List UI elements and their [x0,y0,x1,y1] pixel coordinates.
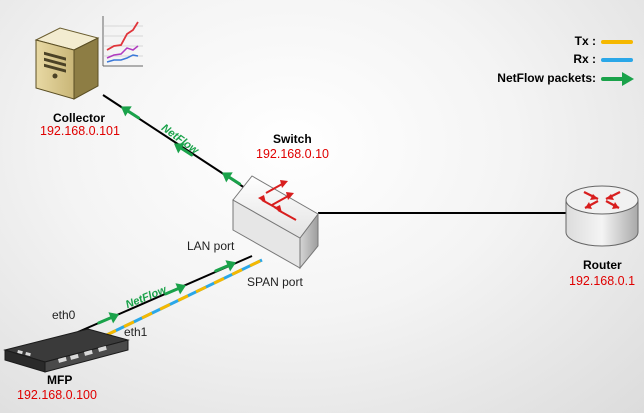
legend-swatches [601,40,634,86]
eth0-label: eth0 [52,308,76,322]
link-eth1-span [87,258,263,346]
span-port-label: SPAN port [247,275,303,289]
mfp-name: MFP [47,373,73,387]
collector-ip: 192.168.0.101 [40,124,120,138]
router-icon [565,185,639,247]
netflow-arrows-upper [120,106,242,186]
collector-name: Collector [53,111,106,125]
legend-tx-label: Tx : [574,34,596,48]
netflow-arrows-lower [97,260,237,325]
legend-rx-label: Rx : [573,52,596,66]
netflow-arrow [214,260,237,273]
switch-ip: 192.168.0.10 [256,147,329,161]
legend-netflow-label: NetFlow packets: [497,71,596,85]
netflow-arrow [221,172,242,186]
legend-netflow-swatch [601,72,634,86]
router-name: Router [583,258,622,272]
mfp-ip: 192.168.0.100 [17,388,97,402]
appliance-icon [3,328,130,373]
eth1-label: eth1 [124,325,148,339]
router-ip: 192.168.0.1 [569,274,636,288]
switch-icon [232,175,319,270]
netflow-arrow [97,312,120,325]
netflow-arrow [164,283,187,296]
netflow-arrow [173,143,194,157]
server-icon [34,27,100,100]
lan-port-label: LAN port [187,239,235,253]
chart-icon [102,16,143,67]
switch-name: Switch [273,132,312,146]
netflow-arrow [120,106,141,120]
